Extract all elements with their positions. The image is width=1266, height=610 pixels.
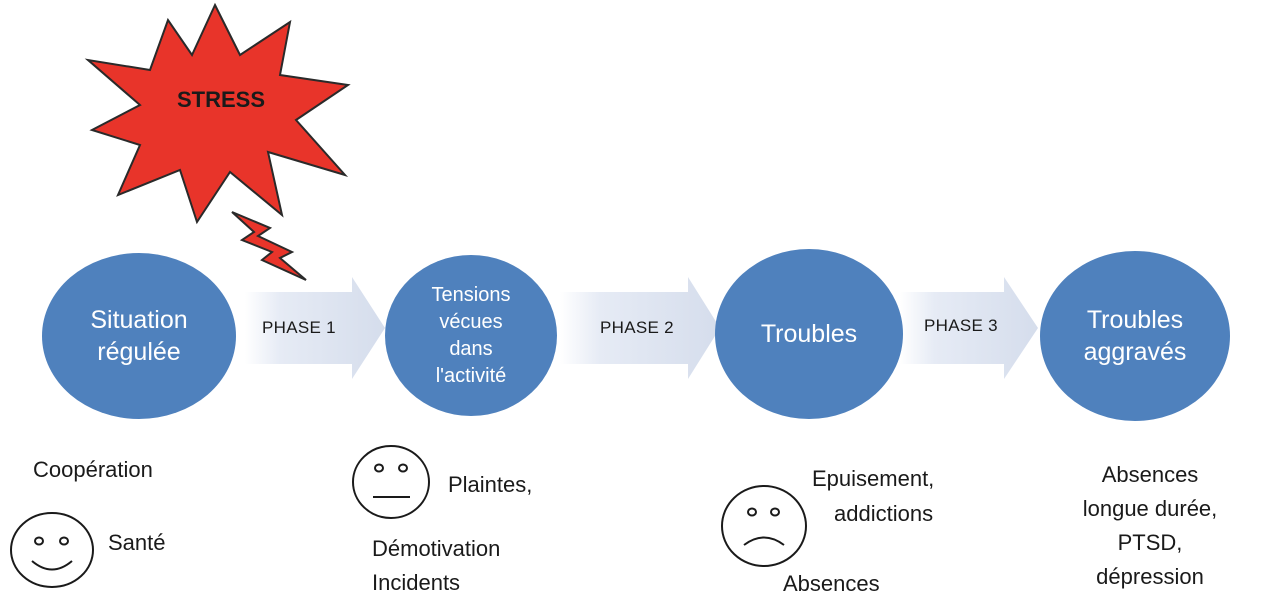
circle1-line2: régulée: [97, 338, 181, 366]
stress-starburst-shape: [84, 2, 351, 225]
happy-face-icon: [10, 512, 94, 588]
circle2-line1: Tensions: [431, 283, 511, 306]
caption-sante: Santé: [108, 530, 166, 555]
caption-addictions: addictions: [834, 501, 934, 526]
phase1-label: PHASE 1: [262, 318, 336, 337]
caption-longue-duree: longue durée,: [1082, 496, 1218, 521]
circle2-line2: vécues: [439, 310, 503, 333]
phase3-label: PHASE 3: [924, 316, 998, 335]
neutral-face-icon: [352, 445, 430, 519]
phase1-arrow: [245, 277, 385, 379]
caption-demotivation: Démotivation: [372, 536, 501, 561]
circle4-line2: aggravés: [1083, 338, 1187, 366]
circle-troubles: Troubles: [715, 249, 903, 419]
caption-plaintes: Plaintes,: [448, 472, 533, 497]
caption-absences: Absences: [783, 571, 880, 596]
caption-troubles-aggraves: Absences longue durée, PTSD, dépression: [1060, 458, 1240, 594]
caption-ptsd: PTSD,: [1117, 530, 1183, 555]
phase3-arrow: [900, 277, 1038, 379]
caption-incidents: Incidents: [372, 570, 461, 595]
caption-epuisement: Epuisement,: [812, 466, 935, 491]
circle3-line1: Troubles: [760, 320, 858, 348]
circle-troubles-aggraves: Troubles aggravés: [1040, 251, 1230, 421]
lightning-bolt: [231, 211, 307, 281]
circle-tensions: Tensions vécues dans l'activité: [385, 255, 557, 416]
caption-absences-2: Absences: [1101, 462, 1199, 487]
stress-label: STRESS: [177, 87, 266, 112]
sad-face-icon: [721, 485, 807, 567]
circle4-line1: Troubles: [1086, 306, 1184, 334]
circle1-line1: Situation: [90, 306, 188, 334]
circle2-line3: dans: [449, 337, 493, 360]
caption-cooperation: Coopération: [33, 457, 153, 482]
circle2-line4: l'activité: [435, 364, 507, 387]
phase2-label: PHASE 2: [600, 318, 674, 337]
circle-situation-regulee: Situation régulée: [42, 253, 236, 419]
phase2-arrow: [560, 277, 720, 379]
caption-depression: dépression: [1096, 564, 1204, 589]
